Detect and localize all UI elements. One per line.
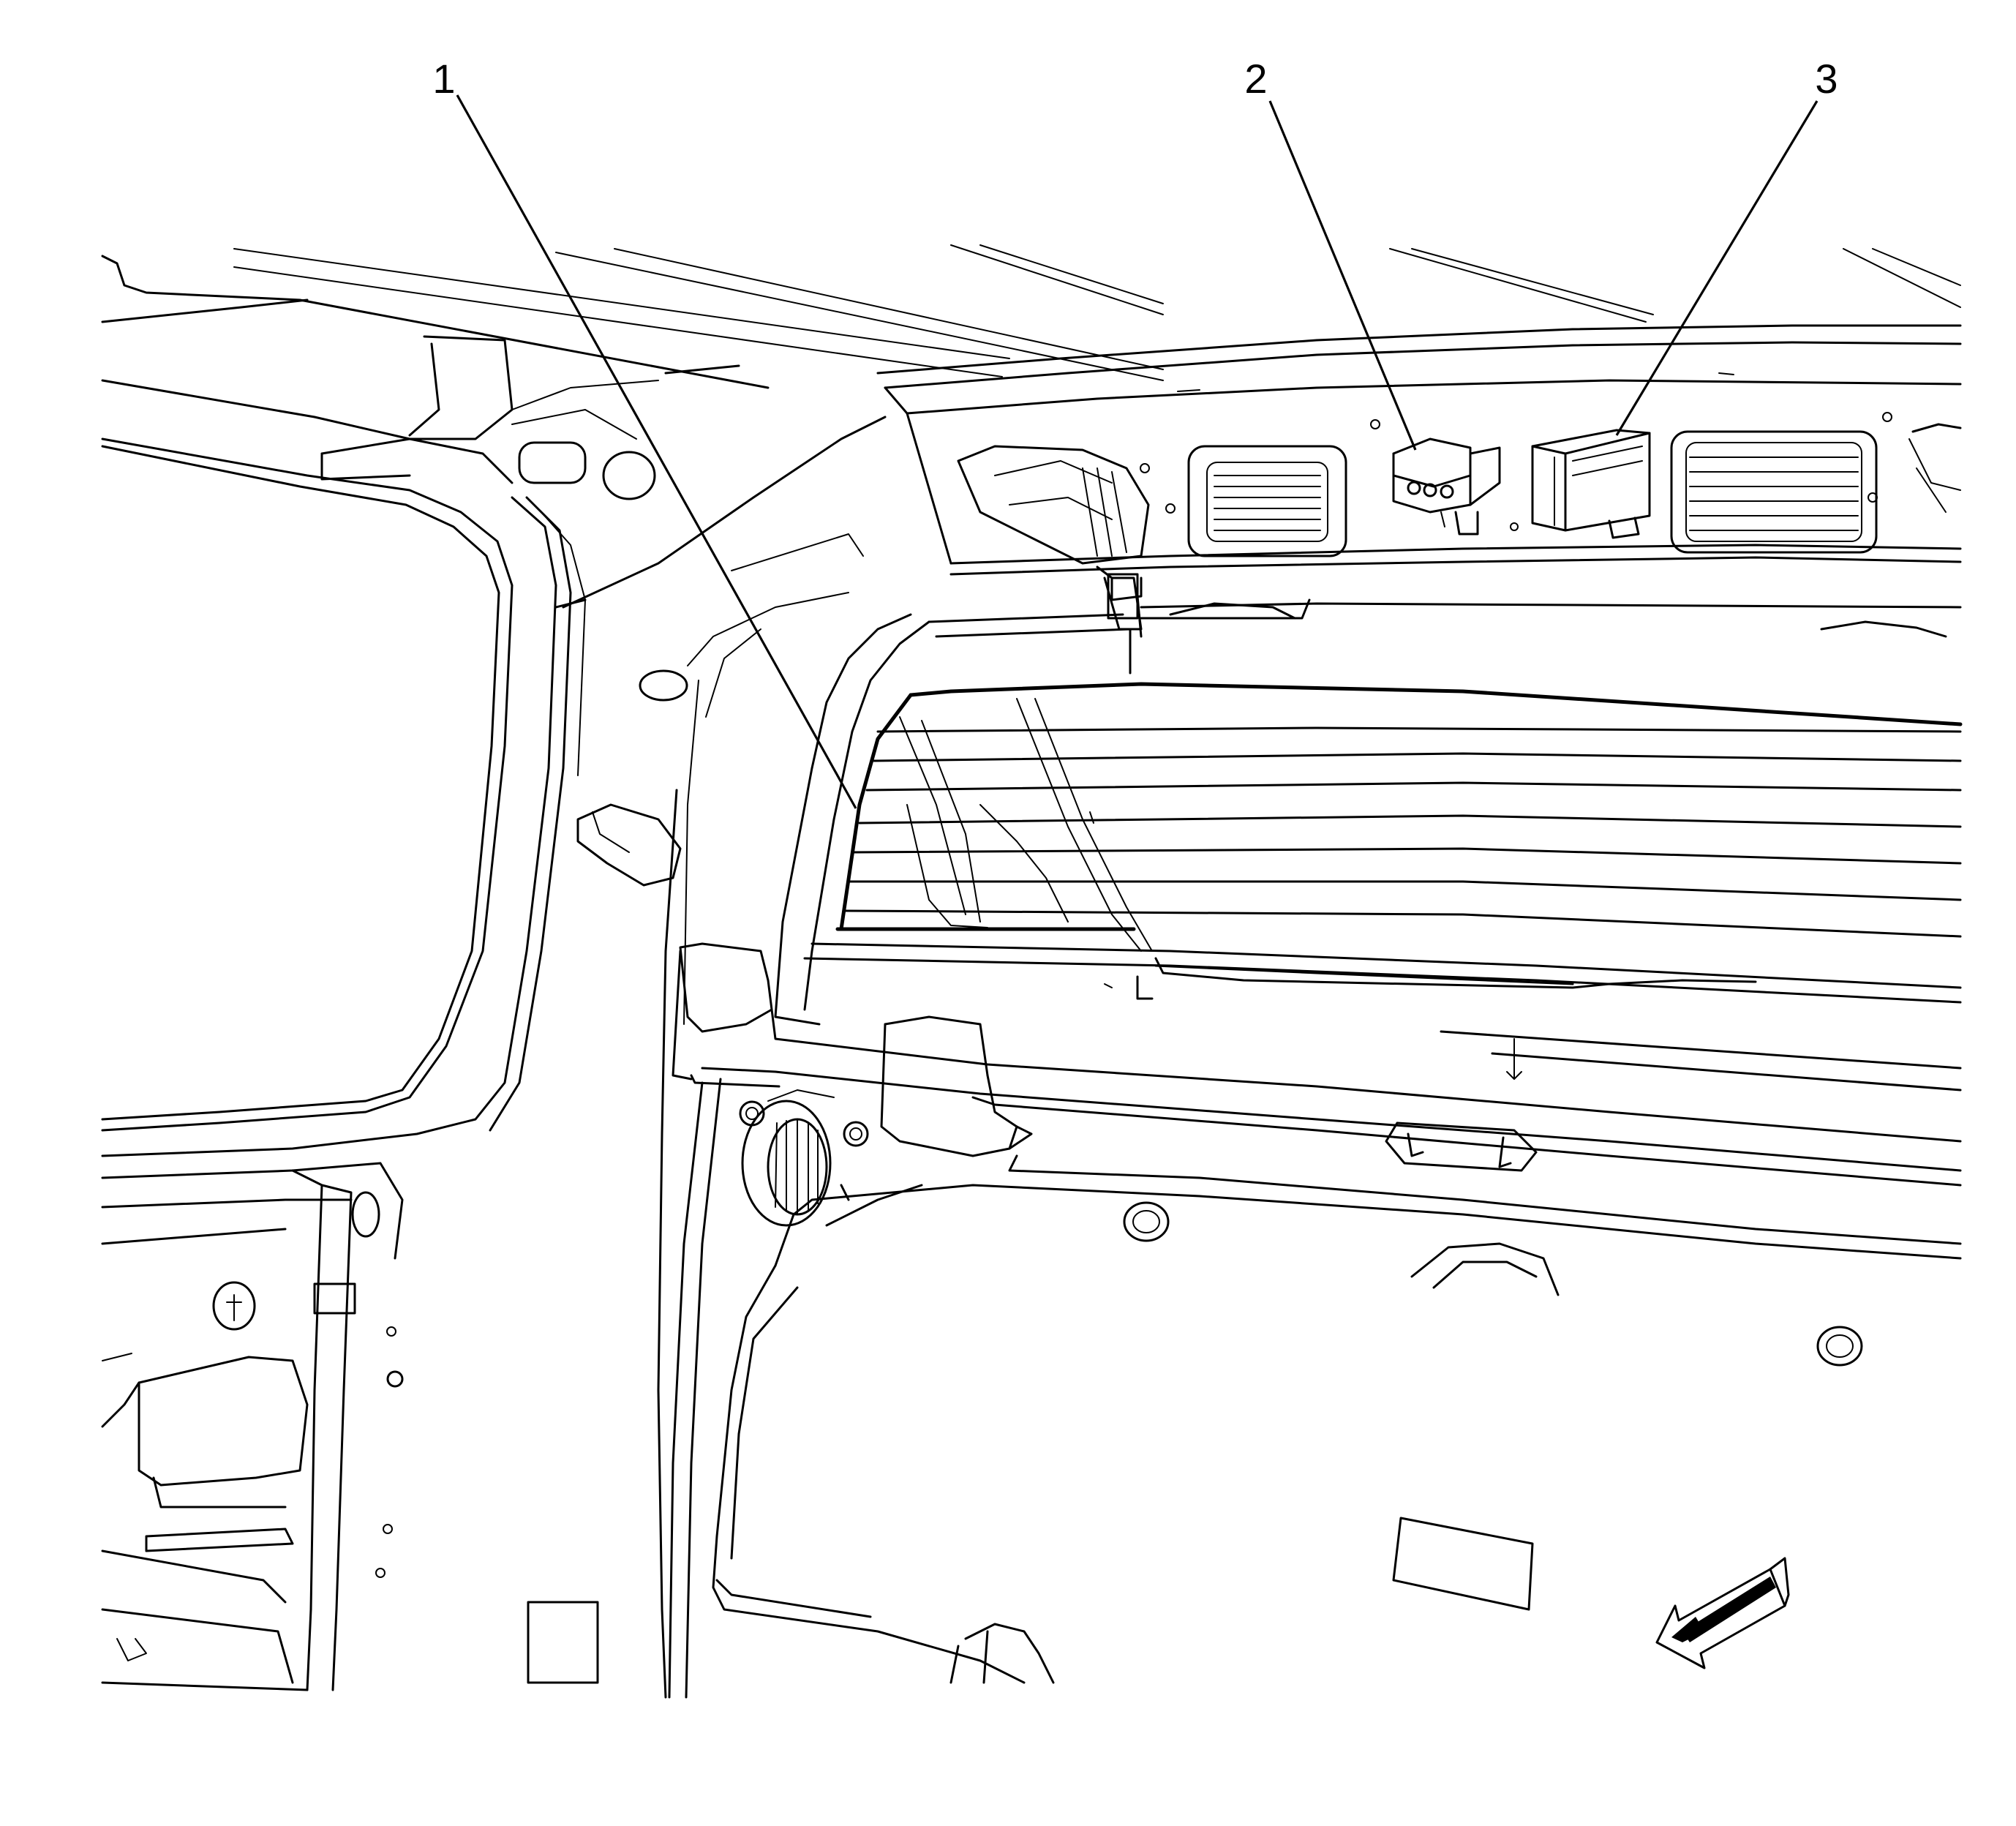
direction-arrow-icon bbox=[1655, 1557, 1790, 1669]
callout-1-label: 1 bbox=[432, 56, 455, 102]
left-pillar bbox=[320, 335, 740, 500]
rear-header-panel bbox=[876, 324, 1962, 576]
header-latch-mechanism bbox=[957, 445, 1150, 631]
left-window-frame bbox=[101, 437, 586, 1157]
rear-wiper bbox=[1104, 957, 1757, 1000]
liftgate-lower-panel bbox=[672, 942, 1962, 1367]
liftgate-frame bbox=[774, 576, 1962, 1026]
callout-3-label: 3 bbox=[1815, 56, 1838, 102]
component-3-module bbox=[1531, 429, 1651, 539]
left-door-panel bbox=[101, 1162, 404, 1691]
header-right-mechanism bbox=[1908, 423, 1962, 513]
header-opening-right bbox=[1670, 430, 1878, 554]
rear-glass bbox=[803, 682, 1963, 1004]
callout-3: 3 bbox=[1615, 56, 1838, 436]
callout-1: 1 bbox=[432, 56, 857, 809]
callout-2: 2 bbox=[1244, 56, 1417, 451]
component-2-connector bbox=[1392, 437, 1501, 536]
callout-2-label: 2 bbox=[1244, 56, 1267, 102]
quarter-panel-trim bbox=[527, 416, 887, 1699]
roof-panel bbox=[101, 244, 1961, 440]
liftgate-side-trim bbox=[668, 1078, 1534, 1699]
header-opening-left bbox=[1187, 445, 1347, 557]
